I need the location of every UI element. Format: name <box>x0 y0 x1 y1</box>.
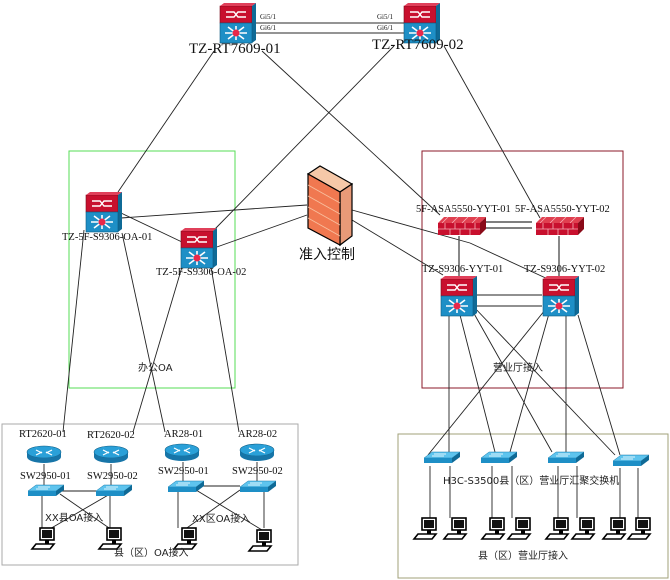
zone-office-oa-label: 办公OA <box>138 363 173 374</box>
port-label: Gi6/1 <box>260 24 276 32</box>
county-oa-switch-2-icon[interactable] <box>95 484 133 497</box>
pc-icon[interactable] <box>98 527 122 550</box>
yyt-switch-2-label: TZ-S9306-YYT-02 <box>524 264 606 275</box>
hall-switch-label: H3C-S3500县（区）营业厅汇聚交换机 <box>443 476 620 487</box>
pc-icon[interactable] <box>602 517 626 540</box>
group2-label: XX区OA接入 <box>192 514 251 525</box>
county-router-2-label: RT2620-02 <box>87 430 135 441</box>
county-switch-2-label: SW2950-02 <box>87 471 138 482</box>
pc-icon[interactable] <box>571 517 595 540</box>
pc-icon[interactable] <box>443 517 467 540</box>
county-router-3-icon[interactable] <box>164 443 200 462</box>
zone-county-oa-border <box>1 423 299 566</box>
port-label: Gi6/1 <box>377 24 393 32</box>
pc-icon[interactable] <box>627 517 651 540</box>
zone-county-oa-label: 县（区）OA接入 <box>114 548 189 559</box>
zone-county-hall-border <box>397 433 669 579</box>
group1-label: XX县OA接入 <box>45 513 104 524</box>
core-router-2-label: TZ-RT7609-02 <box>372 37 464 53</box>
zone-county-hall-label: 县（区）营业厅接入 <box>478 551 568 562</box>
yyt-switch-2-icon[interactable] <box>542 275 580 317</box>
oa-switch-1-label: TZ-5F-S9306-OA-01 <box>62 232 153 243</box>
pc-icon[interactable] <box>31 527 55 550</box>
hall-switch-1-icon[interactable] <box>423 451 461 464</box>
zone-business-hall-border <box>421 150 624 389</box>
county-oa-switch-1-icon[interactable] <box>27 484 65 497</box>
hall-switch-4-icon[interactable] <box>612 454 650 467</box>
pc-icon[interactable] <box>248 529 272 552</box>
asa-firewall-2-icon[interactable] <box>535 216 585 236</box>
county-router-2-icon[interactable] <box>93 445 129 464</box>
county-router-4-icon[interactable] <box>239 443 275 462</box>
yyt-switch-1-icon[interactable] <box>440 275 478 317</box>
oa-switch-2-icon[interactable] <box>180 227 218 269</box>
county-switch-1-label: SW2950-01 <box>20 471 71 482</box>
oa-switch-2-label: TZ-5F-S9306-OA-02 <box>156 267 247 278</box>
county-router-4-label: AR28-02 <box>238 429 278 440</box>
pc-icon[interactable] <box>545 517 569 540</box>
links <box>41 22 639 531</box>
pc-icon[interactable] <box>413 517 437 540</box>
pc-icon[interactable] <box>173 527 197 550</box>
hall-switch-3-icon[interactable] <box>547 451 585 464</box>
asa-firewall-1-label: 5F-ASA5550-YYT-01 <box>416 204 511 215</box>
zone-office-oa-border <box>68 150 236 389</box>
access-control-label: 准入控制 <box>299 247 355 263</box>
hall-switch-2-icon[interactable] <box>480 451 518 464</box>
port-label: Gi5/1 <box>260 13 276 21</box>
asa-firewall-1-icon[interactable] <box>437 216 487 236</box>
county-switch-3-label: SW2950-01 <box>158 466 209 477</box>
yyt-switch-1-label: TZ-S9306-YYT-01 <box>422 264 504 275</box>
county-switch-4-label: SW2950-02 <box>232 466 283 477</box>
pc-icon[interactable] <box>481 517 505 540</box>
asa-firewall-2-label: 5F-ASA5550-YYT-02 <box>515 204 610 215</box>
county-router-3-label: AR28-01 <box>164 429 204 440</box>
county-oa-switch-3-icon[interactable] <box>167 480 205 493</box>
port-label: Gi5/1 <box>377 13 393 21</box>
access-control-firewall-icon[interactable] <box>306 165 354 247</box>
core-router-1-label: TZ-RT7609-01 <box>189 41 281 57</box>
core-router-1-icon[interactable] <box>219 2 257 44</box>
zone-business-hall-label: 营业厅接入 <box>493 363 543 374</box>
county-router-1-icon[interactable] <box>26 445 62 464</box>
county-router-1-label: RT2620-01 <box>19 429 67 440</box>
oa-switch-1-icon[interactable] <box>85 191 123 233</box>
county-oa-switch-4-icon[interactable] <box>239 480 277 493</box>
pc-icon[interactable] <box>507 517 531 540</box>
